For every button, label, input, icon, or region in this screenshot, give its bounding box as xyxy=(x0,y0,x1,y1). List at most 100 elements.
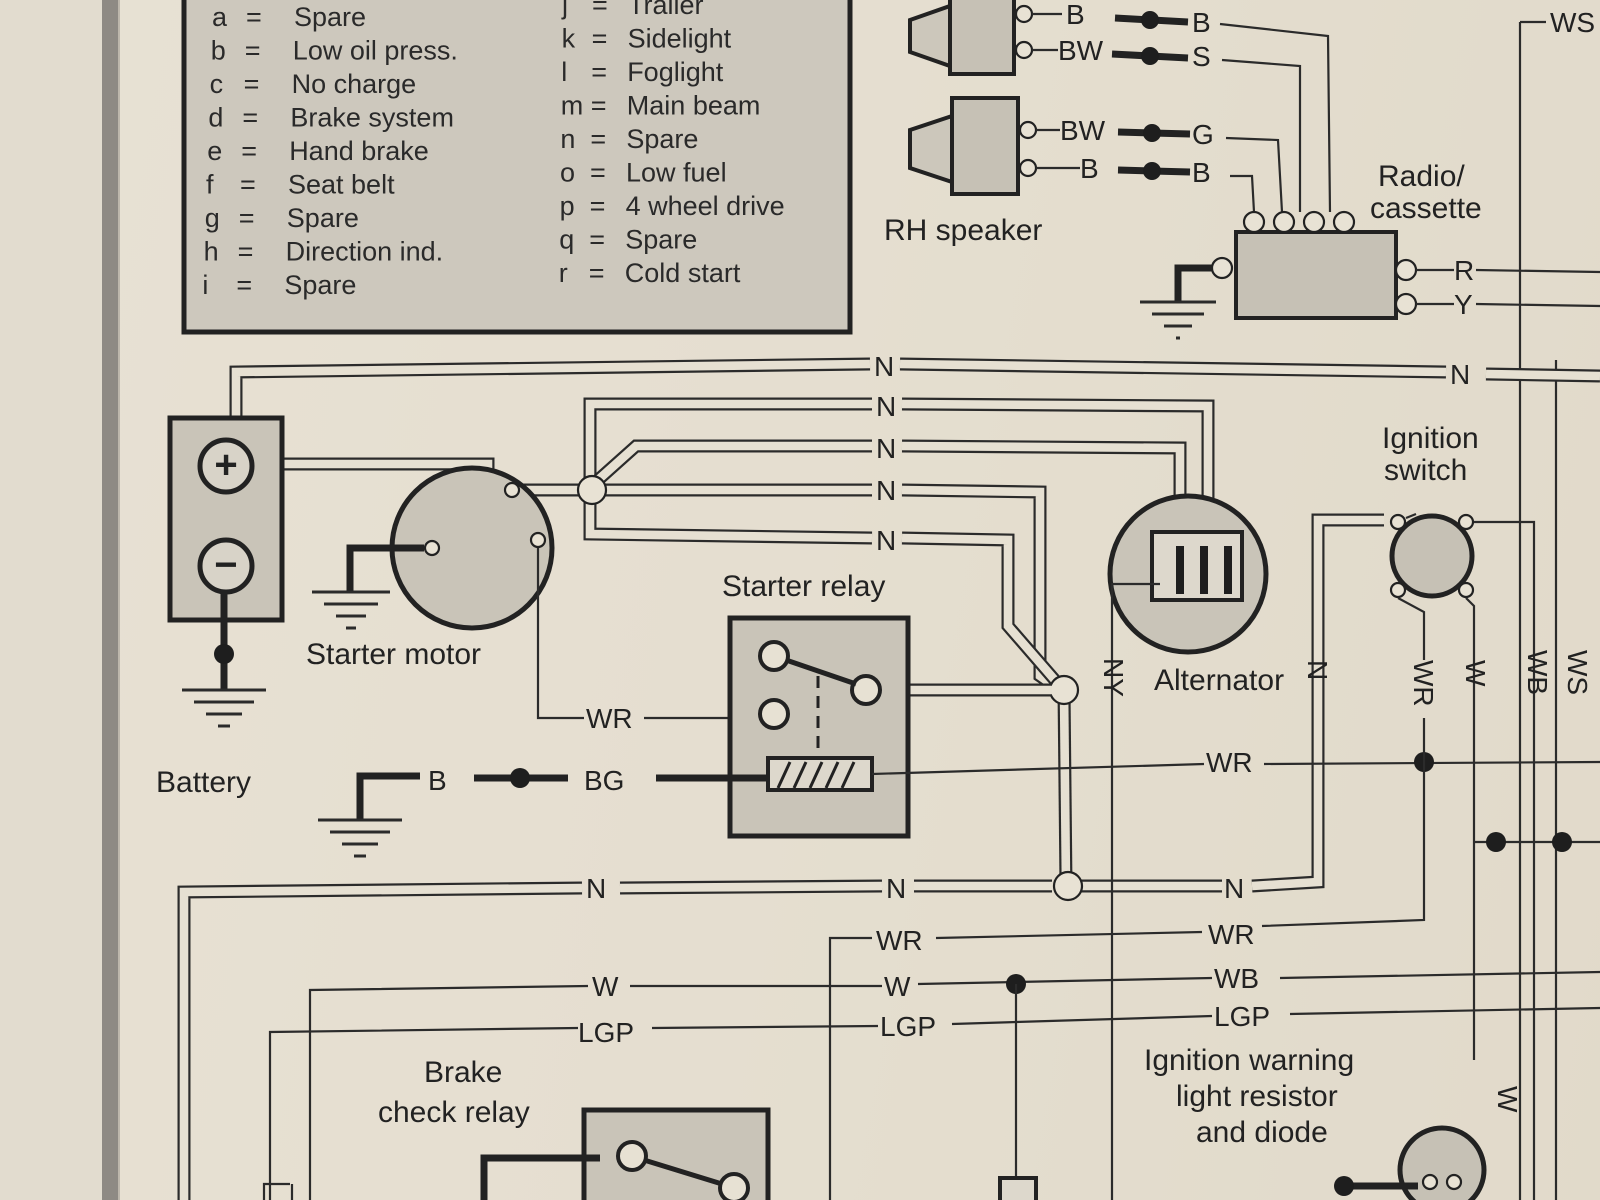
page-margin xyxy=(0,0,118,1200)
legend-key: l xyxy=(561,57,567,87)
wire-label: N xyxy=(1224,873,1244,904)
brake-check-relay: Brake check relay xyxy=(262,1056,771,1200)
speaker-body xyxy=(950,96,1020,196)
junction xyxy=(1052,870,1084,902)
wire-label: WR xyxy=(1408,660,1439,707)
legend-label: Hand brake xyxy=(289,136,429,166)
wire-label: W xyxy=(1460,660,1491,687)
wire-label: G xyxy=(1192,119,1214,150)
legend-equals: = xyxy=(245,36,261,66)
legend-key: f xyxy=(206,170,214,200)
legend-item: a=Spare xyxy=(212,2,366,32)
legend-equals: = xyxy=(238,237,254,267)
legend-key: m xyxy=(561,91,584,121)
radio-cassette: R Y Radio/ cassette xyxy=(1140,160,1600,340)
legend-item: l=Foglight xyxy=(561,57,724,87)
ignition-switch-body xyxy=(1389,513,1475,599)
legend-key: j xyxy=(561,0,568,20)
legend-label: Spare xyxy=(287,203,359,233)
legend-frame xyxy=(181,0,853,335)
legend-item: d=Brake system xyxy=(208,103,454,133)
legend-label: Direction ind. xyxy=(286,237,444,267)
legend-key: b xyxy=(211,36,226,66)
legend-equals: = xyxy=(246,2,262,32)
wire-label: Y xyxy=(1454,289,1473,320)
wire-label: N xyxy=(586,873,606,904)
wire-label: WB xyxy=(1522,650,1553,695)
relay-ground: B BG WR xyxy=(318,747,1600,858)
legend-label: Spare xyxy=(625,225,697,255)
legend-key: e xyxy=(207,136,222,166)
wire-label: B xyxy=(428,765,447,796)
wire-label: B xyxy=(1192,7,1211,38)
wire-label: W xyxy=(1492,1086,1523,1113)
battery: + − Battery xyxy=(156,415,285,799)
radio-body xyxy=(1234,230,1398,320)
legend-item: j=Trailer xyxy=(561,0,704,20)
brake-relay-label: Brake xyxy=(424,1056,502,1089)
legend-item: f = Seat belt xyxy=(206,170,395,200)
wire-label: W xyxy=(592,971,619,1002)
wire-label: WS xyxy=(1562,650,1593,695)
wire-label: WR xyxy=(876,925,923,956)
brake-relay-label: check relay xyxy=(378,1096,530,1129)
legend-item: e=Hand brake xyxy=(207,136,429,166)
battery-label: Battery xyxy=(156,766,251,799)
wire-label: S xyxy=(1192,41,1211,72)
wire-label: N xyxy=(876,391,896,422)
legend-equals: = xyxy=(589,258,605,288)
connector-dot xyxy=(1141,11,1159,29)
lower-wires: WR WR W W WB LGP LGP LGP W xyxy=(268,919,1600,1200)
legend-label: 4 wheel drive xyxy=(626,191,785,221)
wire-label: WB xyxy=(1214,963,1259,994)
legend-item: b=Low oil press. xyxy=(211,36,458,66)
legend-equals: = xyxy=(244,69,260,99)
legend-item: o = Low fuel xyxy=(560,158,727,188)
legend-label: Foglight xyxy=(627,57,724,87)
legend-item: q = Spare xyxy=(559,225,697,255)
warning-light-label: and diode xyxy=(1196,1116,1328,1149)
legend-item: k=Sidelight xyxy=(562,24,732,54)
speaker-cone xyxy=(908,113,954,185)
legend-label: Seat belt xyxy=(288,170,395,200)
legend-key: q xyxy=(559,225,574,255)
legend-item: n=Spare xyxy=(560,124,698,154)
battery-positive-terminal xyxy=(197,437,255,495)
legend-key: h xyxy=(204,237,219,267)
speaker-body xyxy=(948,0,1016,76)
wire-label: B xyxy=(1066,0,1085,30)
starter-relay-label: Starter relay xyxy=(722,570,885,603)
legend-equals: = xyxy=(242,103,258,133)
wire-label: WR xyxy=(586,703,633,734)
legend-equals: = xyxy=(590,158,606,188)
legend-equals: = xyxy=(236,270,252,300)
wire-label: N xyxy=(1450,359,1470,390)
wire-label: W xyxy=(884,971,911,1002)
legend-equals: = xyxy=(239,203,255,233)
warning-light-label: light resistor xyxy=(1176,1080,1338,1113)
wire-label: N xyxy=(874,351,894,382)
connector-dot xyxy=(1143,124,1161,142)
wire-label: LGP xyxy=(1214,1001,1270,1032)
junction xyxy=(576,474,608,506)
starter-motor-label: Starter motor xyxy=(306,638,481,671)
legend-label: Low fuel xyxy=(626,158,727,188)
wire-label: N xyxy=(876,475,896,506)
legend-label: Sidelight xyxy=(628,24,732,54)
legend-equals: = xyxy=(240,170,256,200)
starter-motor: WR Starter motor xyxy=(306,465,760,734)
connector-dot xyxy=(1143,162,1161,180)
legend-equals: = xyxy=(589,225,605,255)
page-gutter-bar xyxy=(102,0,120,1200)
wire-label: LGP xyxy=(578,1017,634,1048)
wire-label: WR xyxy=(1208,919,1255,950)
legend-key: o xyxy=(560,158,575,188)
battery-positive-icon: + xyxy=(214,443,237,487)
wire-label: LGP xyxy=(880,1011,936,1042)
legend-label: No charge xyxy=(292,69,417,99)
